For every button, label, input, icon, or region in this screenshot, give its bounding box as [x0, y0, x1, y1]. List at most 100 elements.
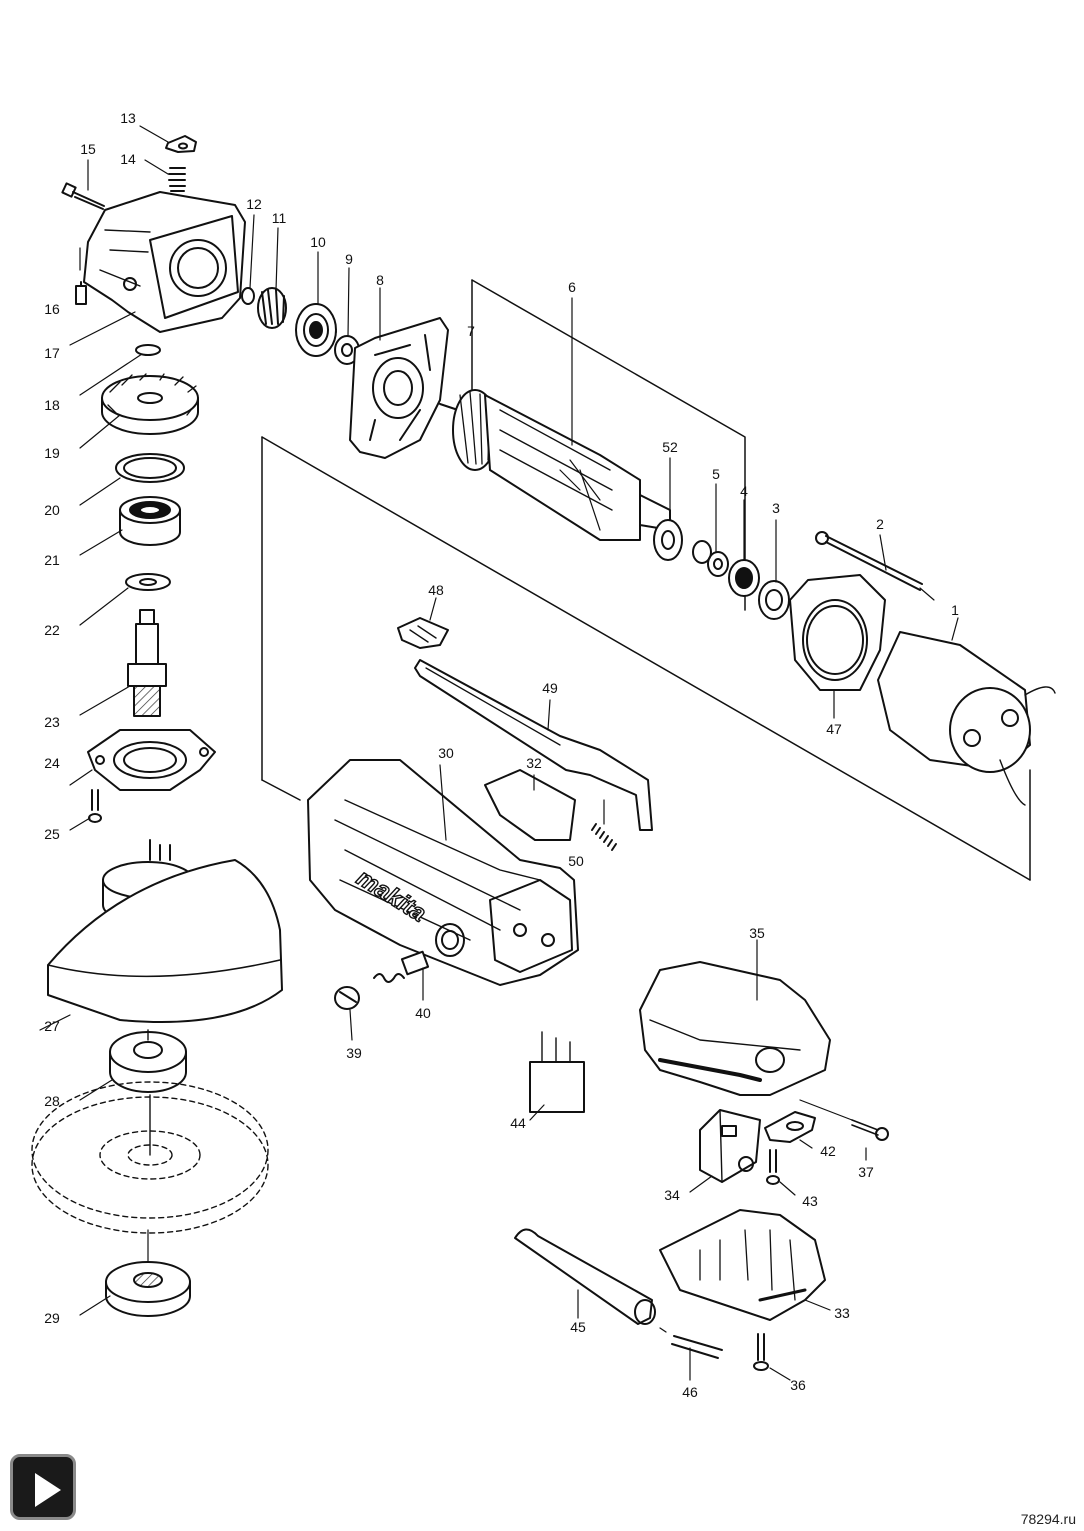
- part-4-ball-bearing: [728, 499, 760, 597]
- play-button[interactable]: [10, 1454, 76, 1520]
- label-34: 34: [664, 1187, 680, 1203]
- label-11: 11: [272, 210, 287, 226]
- label-16: 16: [44, 301, 60, 317]
- part-30-motor-housing: [307, 759, 579, 986]
- part-49-switch-rod: [414, 659, 653, 831]
- group-frame-armature: [471, 279, 746, 611]
- part-25-screw: [69, 789, 102, 831]
- label-13: 13: [120, 110, 136, 126]
- part-3-rubber-ring: [758, 519, 790, 620]
- part-33-handle-cover: [659, 1209, 831, 1321]
- part-42-strain-relief: [764, 1111, 816, 1149]
- part-43-screw: [766, 1149, 796, 1196]
- label-22: 22: [44, 622, 60, 638]
- label-4: 4: [740, 483, 748, 499]
- part-18-retaining-ring: [79, 344, 161, 396]
- label-50: 50: [568, 853, 584, 869]
- label-44: 44: [510, 1115, 526, 1131]
- label-2: 2: [876, 516, 884, 532]
- label-17: 17: [44, 345, 60, 361]
- label-45: 45: [570, 1319, 586, 1335]
- label-18: 18: [44, 397, 60, 413]
- label-27: 27: [44, 1018, 60, 1034]
- label-10: 10: [310, 234, 326, 250]
- part-27-wheel-guard: [39, 839, 283, 1031]
- label-5: 5: [712, 466, 720, 482]
- label-14: 14: [120, 151, 136, 167]
- watermark: 78294.ru: [1020, 1511, 1076, 1527]
- label-33: 33: [834, 1305, 850, 1321]
- label-42: 42: [820, 1143, 836, 1159]
- label-12: 12: [246, 196, 262, 212]
- label-24: 24: [44, 755, 60, 771]
- label-23: 23: [44, 714, 60, 730]
- label-29: 29: [44, 1310, 60, 1326]
- part-1-field-stator: [877, 617, 1056, 806]
- label-36: 36: [790, 1377, 806, 1393]
- part-37-tapping-screw: [799, 1099, 889, 1161]
- label-43: 43: [802, 1193, 818, 1209]
- part-21-ball-bearing: [79, 496, 181, 556]
- part-34-switch: [689, 1109, 761, 1193]
- label-47: 47: [826, 721, 842, 737]
- label-46: 46: [682, 1384, 698, 1400]
- label-35: 35: [749, 925, 765, 941]
- label-37: 37: [858, 1164, 874, 1180]
- part-40-carbon-brush: [373, 950, 430, 1001]
- label-39: 39: [346, 1045, 362, 1061]
- label-48: 48: [428, 582, 444, 598]
- part-48-switch-button: [397, 597, 449, 649]
- part-17-gear-housing: [69, 191, 246, 346]
- label-25: 25: [44, 826, 60, 842]
- part-6-armature: [439, 297, 671, 541]
- part-29-lock-nut: [79, 1229, 191, 1317]
- label-8: 8: [376, 272, 384, 288]
- label-40: 40: [415, 1005, 431, 1021]
- label-20: 20: [44, 502, 60, 518]
- part-35-rear-cover: [639, 939, 831, 1096]
- grinding-wheel-dashed: [31, 1081, 269, 1234]
- part-5-washer: [692, 483, 729, 577]
- label-21: 21: [44, 552, 60, 568]
- part-47-bearing-box: [789, 574, 886, 719]
- part-50-compression-spring: [591, 799, 617, 851]
- part-22-flat-washer: [79, 573, 171, 626]
- label-19: 19: [44, 445, 60, 461]
- part-45-cord-guard: [514, 1228, 656, 1325]
- part-39-brush-holder-cap: [334, 986, 360, 1041]
- label-3: 3: [772, 500, 780, 516]
- part-23-spindle: [79, 609, 167, 717]
- part-46-cord: [659, 1327, 723, 1381]
- part-2-long-screw: [815, 531, 935, 601]
- part-10-ball-bearing: [295, 251, 337, 357]
- label-15: 15: [80, 141, 96, 157]
- part-8-baffle-plate: [349, 287, 449, 459]
- part-24-bearing-box: [69, 729, 216, 791]
- part-16-pin: [75, 281, 87, 305]
- label-30: 30: [438, 745, 454, 761]
- part-28-inner-flange: [79, 1029, 187, 1101]
- part-32-label: [484, 769, 576, 841]
- label-7: 7: [467, 323, 475, 339]
- group-frame-motor: [261, 436, 1031, 881]
- label-1: 1: [951, 602, 959, 618]
- part-52-bearing: [653, 457, 683, 561]
- part-11-pinion-gear: [257, 227, 287, 329]
- label-9: 9: [345, 251, 353, 267]
- part-14-spring: [144, 159, 186, 192]
- part-36-tapping-screw: [753, 1333, 791, 1381]
- label-6: 6: [568, 279, 576, 295]
- part-20-retaining-ring: [79, 453, 185, 506]
- label-28: 28: [44, 1093, 60, 1109]
- label-49: 49: [542, 680, 558, 696]
- label-52: 52: [662, 439, 678, 455]
- part-12-retaining-ring: [241, 214, 255, 305]
- play-icon: [35, 1473, 61, 1507]
- part-13-lock-button: [139, 125, 197, 153]
- part-44-noise-suppressor: [529, 1031, 585, 1121]
- label-32: 32: [526, 755, 542, 771]
- part-15-screw: [61, 159, 105, 210]
- part-19-spiral-bevel-gear: [79, 373, 199, 449]
